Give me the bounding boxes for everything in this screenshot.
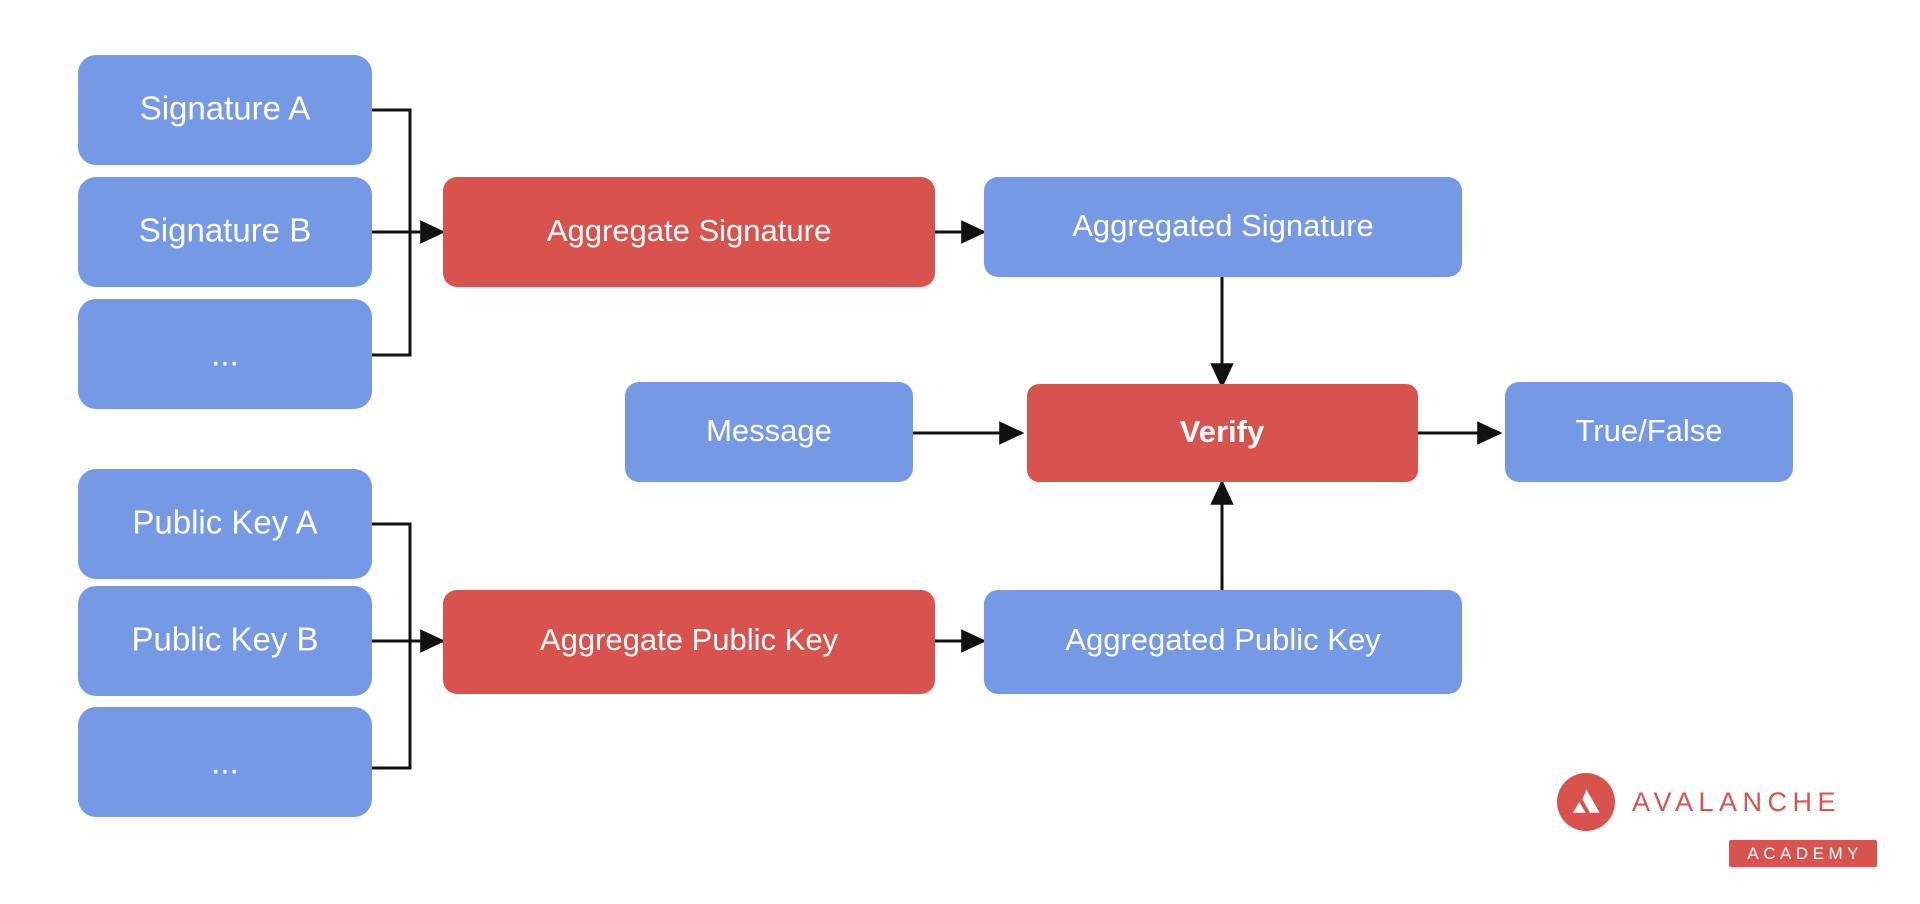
node-aggregated-signature[interactable]: Aggregated Signature	[984, 177, 1462, 277]
node-signature-more[interactable]: ...	[78, 299, 372, 409]
node-aggregate-signature[interactable]: Aggregate Signature	[443, 177, 935, 287]
node-aggregated-signature-shape	[984, 177, 1462, 277]
logo-wordmark: AVALANCHE	[1632, 786, 1842, 817]
node-verify-shape	[1027, 384, 1418, 482]
node-signature-a-label: Signature A	[140, 90, 311, 127]
node-message-shape	[625, 382, 913, 482]
node-aggregate-public-key-shape	[443, 590, 935, 694]
node-public-key-a-shape	[78, 469, 372, 579]
node-aggregated-public-key-shape	[984, 590, 1462, 694]
node-public-key-b[interactable]: Public Key B	[78, 586, 372, 696]
node-aggregate-signature-shape	[443, 177, 935, 287]
node-public-key-b-shape	[78, 586, 372, 696]
node-verify[interactable]: Verify	[1027, 384, 1418, 482]
node-signature-b[interactable]: Signature B	[78, 177, 372, 287]
node-aggregate-public-key[interactable]: Aggregate Public Key	[443, 590, 935, 694]
logo-subtitle-row: ACADEMY	[1557, 840, 1877, 867]
node-message-label: Message	[706, 413, 832, 448]
logo-primary-row: AVALANCHE	[1557, 773, 1877, 831]
node-aggregate-signature-label: Aggregate Signature	[547, 213, 831, 248]
avalanche-triangle-mark-icon	[1557, 773, 1615, 831]
avalanche-academy-logo: AVALANCHE ACADEMY	[1557, 773, 1877, 868]
node-signature-b-shape	[78, 177, 372, 287]
connector-layer	[372, 108, 1503, 770]
node-public-key-more[interactable]: ...	[78, 707, 372, 817]
node-aggregated-signature-label: Aggregated Signature	[1072, 208, 1374, 243]
node-signature-more-label: ...	[211, 336, 239, 373]
node-aggregate-public-key-label: Aggregate Public Key	[540, 622, 839, 657]
node-public-key-more-shape	[78, 707, 372, 817]
node-public-key-b-label: Public Key B	[131, 621, 318, 658]
node-true-false[interactable]: True/False	[1505, 382, 1793, 482]
node-public-key-a[interactable]: Public Key A	[78, 469, 372, 579]
node-signature-more-shape	[78, 299, 372, 409]
node-true-false-shape	[1505, 382, 1793, 482]
node-public-key-a-label: Public Key A	[132, 504, 317, 541]
node-message[interactable]: Message	[625, 382, 913, 482]
logo-subtitle: ACADEMY	[1729, 840, 1877, 867]
node-signature-a-shape	[78, 55, 372, 165]
node-aggregated-public-key[interactable]: Aggregated Public Key	[984, 590, 1462, 694]
node-aggregated-public-key-label: Aggregated Public Key	[1065, 622, 1381, 657]
connector-public-key-bus	[372, 522, 412, 770]
node-signature-a[interactable]: Signature A	[78, 55, 372, 165]
node-verify-label: Verify	[1180, 414, 1265, 449]
node-signature-b-label: Signature B	[139, 212, 311, 249]
node-true-false-label: True/False	[1575, 413, 1722, 448]
node-public-key-more-label: ...	[211, 744, 239, 781]
